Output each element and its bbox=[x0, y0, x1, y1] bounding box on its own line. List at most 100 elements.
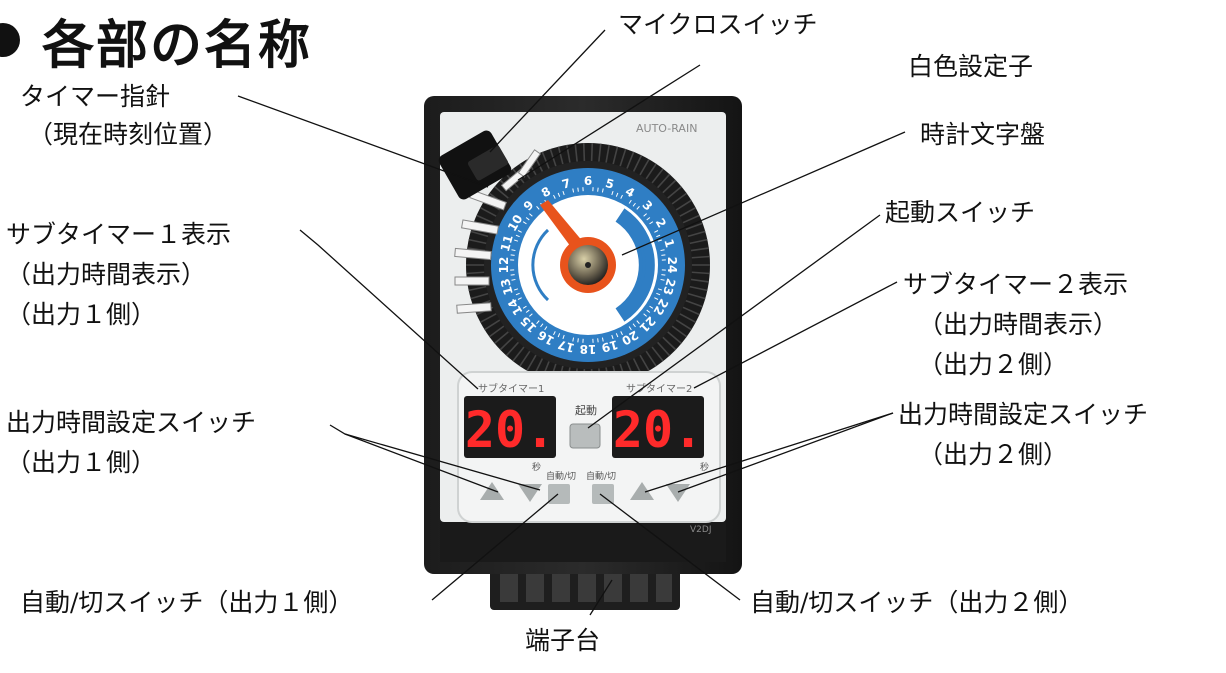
dial-tooth bbox=[645, 350, 657, 367]
dial-tick bbox=[511, 249, 516, 252]
dial-tick bbox=[646, 309, 651, 313]
dial-tooth bbox=[499, 336, 514, 351]
display1-caption: サブタイマー1 bbox=[478, 382, 544, 395]
dial-number: 19 bbox=[600, 337, 620, 355]
label-micro-switch: マイクロスイッチ bbox=[618, 10, 818, 39]
label-clock-dial: 時計文字盤 bbox=[920, 120, 1046, 149]
dial-tooth bbox=[691, 271, 710, 275]
dial-tick bbox=[632, 202, 636, 207]
dial-tick bbox=[615, 192, 619, 197]
dial-tick bbox=[510, 274, 515, 276]
dial-tick bbox=[654, 297, 659, 300]
dial-tick bbox=[646, 217, 651, 221]
dial-tooth bbox=[651, 168, 664, 184]
dial-number: 5 bbox=[604, 176, 616, 192]
dial-tick bbox=[522, 305, 527, 309]
leader-terminal-block bbox=[589, 579, 613, 616]
dial-tooth bbox=[682, 214, 700, 224]
start-switch[interactable] bbox=[569, 423, 601, 449]
dial-tick bbox=[636, 206, 640, 210]
label-output-time-switch-left: 出力時間設定スイッチ bbox=[6, 408, 257, 437]
dial-tick bbox=[661, 274, 666, 276]
leader-subtimer2 bbox=[693, 281, 898, 389]
dial-tick bbox=[656, 234, 661, 238]
label-white-setter: 白色設定子 bbox=[908, 52, 1034, 81]
dial-tick bbox=[661, 254, 666, 256]
dial-tick bbox=[657, 288, 663, 291]
dial-tooth bbox=[494, 331, 509, 345]
dial-tick bbox=[557, 192, 561, 197]
leader-start-switch bbox=[587, 214, 881, 429]
brand-text: AUTO-RAIN bbox=[636, 122, 697, 135]
dial-tooth bbox=[467, 247, 486, 252]
dial-tooth bbox=[690, 247, 709, 252]
dial-tooth bbox=[476, 214, 494, 224]
label-subtimer1-output-side: （出力１側） bbox=[6, 300, 157, 329]
dial-tooth bbox=[690, 278, 709, 283]
dial-tooth bbox=[671, 325, 688, 338]
dial-tooth bbox=[685, 222, 703, 231]
dial-number: 12 bbox=[497, 257, 511, 274]
timer-pointer bbox=[540, 200, 616, 293]
dial-tick bbox=[553, 331, 556, 336]
dial-tooth bbox=[671, 192, 688, 205]
leader-timer-pointer bbox=[237, 95, 489, 188]
auto-off-switch-left[interactable] bbox=[548, 484, 570, 504]
leader-output-right-2 bbox=[677, 412, 894, 493]
dial-tick bbox=[620, 331, 623, 336]
dial-tooth bbox=[582, 143, 586, 162]
dial-number: 17 bbox=[556, 337, 576, 355]
dial-tick bbox=[620, 194, 623, 199]
leader-subtimer1 bbox=[299, 229, 479, 390]
dial-tick bbox=[577, 187, 579, 192]
dial-tooth bbox=[612, 146, 619, 165]
dial-tooth bbox=[687, 230, 706, 238]
dial-tick bbox=[522, 221, 527, 225]
start-caption: 起動 bbox=[575, 403, 597, 417]
dial-tick bbox=[515, 292, 520, 296]
dial-tooth bbox=[574, 143, 578, 162]
dial-tick bbox=[660, 249, 665, 252]
label-timer-pointer: タイマー指針 bbox=[20, 82, 171, 111]
output-time-buttons-right[interactable] bbox=[592, 482, 690, 504]
dial-tick bbox=[577, 338, 579, 343]
dial-tooth bbox=[675, 199, 692, 211]
page-title: 各部の名称 bbox=[0, 0, 312, 80]
label-terminal-block: 端子台 bbox=[525, 626, 601, 655]
auto-off-switch-right[interactable] bbox=[592, 484, 614, 504]
dial-tick bbox=[649, 221, 654, 225]
dial-tick bbox=[601, 188, 604, 193]
label-subtimer2-output-time: （出力時間表示） bbox=[918, 310, 1119, 339]
dial-tooth bbox=[662, 179, 677, 194]
dial-tooth bbox=[656, 173, 671, 189]
dial-tooth bbox=[632, 154, 643, 172]
dial-tick bbox=[544, 326, 548, 331]
dial-number: 11 bbox=[498, 233, 516, 253]
dial-tick bbox=[628, 326, 632, 331]
dial-tick bbox=[601, 337, 604, 342]
dial-tooth bbox=[639, 158, 650, 176]
dial-tick bbox=[515, 234, 520, 238]
dial-tooth bbox=[626, 151, 635, 169]
dial-number: 13 bbox=[498, 277, 516, 297]
label-subtimer2-display: サブタイマー２表示 bbox=[903, 270, 1129, 299]
dial-tick bbox=[656, 292, 661, 296]
label-subtimer1-output-time: （出力時間表示） bbox=[6, 260, 207, 289]
dial-tooth bbox=[566, 144, 571, 163]
dial-number: 18 bbox=[580, 342, 597, 356]
subtimer2-display: 20. bbox=[612, 396, 704, 459]
display2-caption: サブタイマー2 bbox=[626, 382, 692, 395]
dial-tooth bbox=[494, 185, 509, 199]
label-output-time-switch-left-side: （出力１側） bbox=[6, 448, 157, 477]
subtimer2-value: 20. bbox=[613, 401, 703, 459]
dial-tooth bbox=[685, 299, 703, 308]
dial-tooth bbox=[689, 238, 708, 245]
leader-micro-switch bbox=[489, 29, 606, 153]
dial-tooth bbox=[667, 185, 682, 199]
dial-tooth bbox=[526, 354, 537, 372]
leader-white-setter bbox=[517, 64, 701, 181]
title-text: 各部の名称 bbox=[42, 14, 313, 76]
dial-tooth bbox=[479, 313, 497, 323]
dial-number: 7 bbox=[560, 176, 572, 192]
